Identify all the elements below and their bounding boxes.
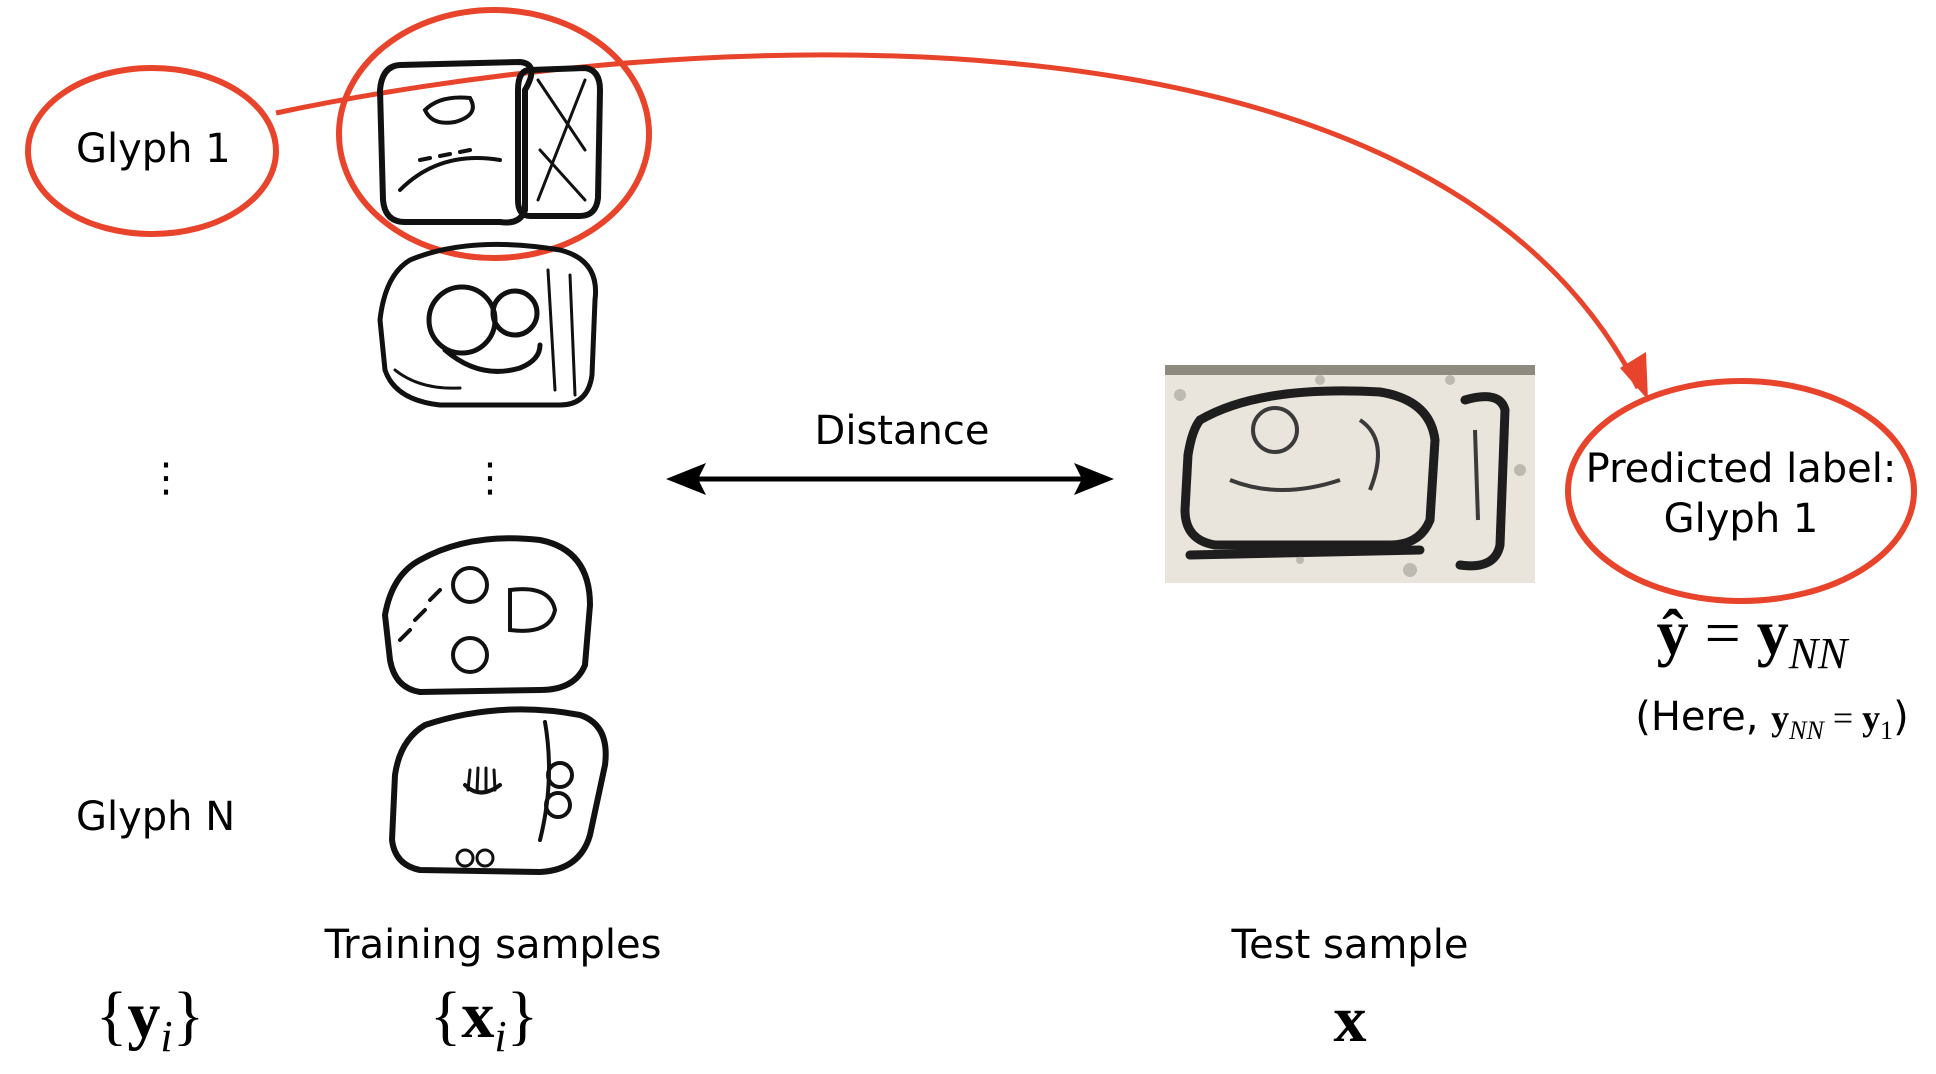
here-sub-2: 1	[1880, 716, 1894, 745]
training-samples-label: Training samples	[324, 922, 662, 968]
yhat-equals: =	[1704, 597, 1741, 668]
xi-open-brace: {	[429, 979, 462, 1052]
xi-var: x	[461, 979, 495, 1052]
here-suffix: )	[1893, 694, 1909, 740]
here-equals: =	[1823, 698, 1863, 738]
label-set-yi: {yi}	[96, 978, 205, 1064]
distance-arrow-right-head	[1074, 463, 1114, 495]
predicted-label-line-1: Predicted label:	[1585, 446, 1897, 492]
distance-arrow-left-head	[666, 463, 706, 495]
yi-sub: i	[160, 1012, 173, 1062]
here-note: (Here, yNN = y1)	[1635, 694, 1909, 748]
yi-var: y	[127, 979, 161, 1052]
test-sample-label: Test sample	[1231, 922, 1469, 968]
training-glyph-3-image	[381, 535, 594, 696]
yi-close-brace: }	[172, 979, 205, 1052]
here-prefix: (Here,	[1635, 694, 1772, 740]
label-column-vertical-ellipsis: ⋮	[146, 455, 186, 501]
prediction-curve-arrow	[275, 52, 1641, 390]
here-sub-1: NN	[1789, 716, 1824, 745]
ynn-var: y	[1756, 597, 1789, 668]
ynn-sub: NN	[1788, 628, 1848, 678]
here-var-1: y	[1771, 698, 1790, 738]
training-column-vertical-ellipsis: ⋮	[470, 455, 510, 501]
training-set-xi: {xi}	[430, 978, 539, 1064]
prediction-arrow-head	[1620, 352, 1648, 400]
glyph-1-label-circle	[25, 65, 279, 237]
training-glyph-1-image	[376, 58, 604, 226]
test-sample-x: x	[1333, 983, 1367, 1056]
training-glyph-n-image	[388, 706, 609, 876]
predicted-label-circle	[1565, 378, 1917, 604]
distance-label: Distance	[814, 408, 990, 454]
predicted-label-line-2: Glyph 1	[1663, 496, 1819, 542]
xi-sub: i	[494, 1012, 507, 1062]
yhat-symbol: ŷ	[1656, 597, 1689, 668]
glyph-1-image-circle	[336, 7, 652, 261]
glyph-n-label: Glyph N	[76, 794, 236, 840]
training-glyph-2-image	[377, 241, 599, 408]
predicted-label-text: Predicted label: Glyph 1	[1586, 444, 1897, 544]
yhat-equation: ŷ = yNN	[1657, 596, 1848, 681]
glyph-1-label: Glyph 1	[76, 126, 231, 172]
yi-open-brace: {	[95, 979, 128, 1052]
test-sample-image	[1165, 365, 1535, 583]
here-var-2: y	[1862, 698, 1881, 738]
xi-close-brace: }	[506, 979, 539, 1052]
